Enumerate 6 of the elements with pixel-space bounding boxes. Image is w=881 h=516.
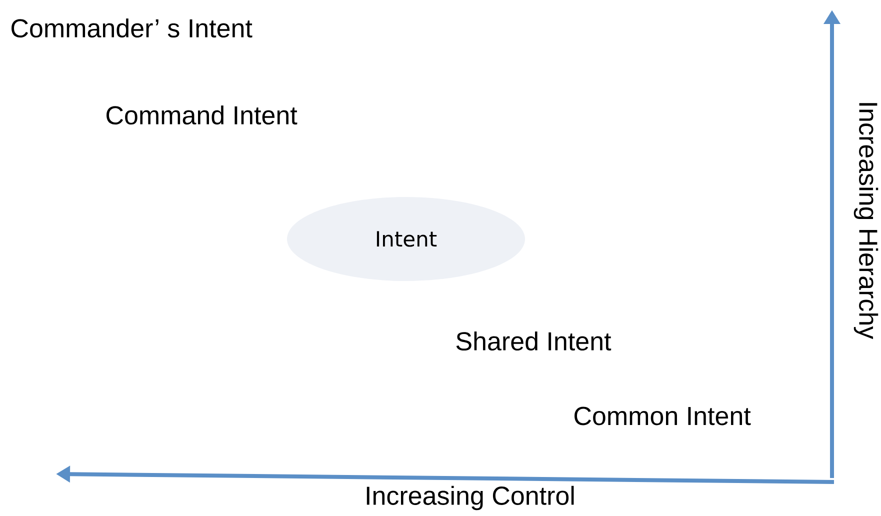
axis-label: Increasing Hierarchy <box>854 103 878 340</box>
intent-label: Common Intent <box>574 406 751 426</box>
intent-label: Commander’ s Intent <box>12 18 252 38</box>
intent-label: Shared Intent <box>456 331 612 351</box>
intent-label: Command Intent <box>106 105 298 125</box>
axis-label: Increasing Control <box>366 486 574 510</box>
